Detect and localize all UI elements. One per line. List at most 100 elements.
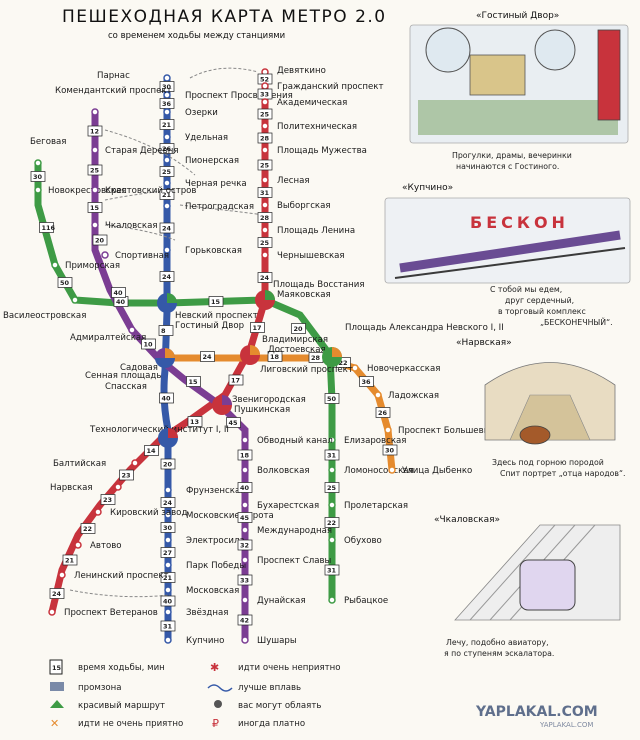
station-label: Балтийская: [53, 459, 106, 469]
walk-time-label: 31: [260, 189, 270, 197]
station-label: Улица Дыбенко: [402, 466, 472, 476]
station-marker: [328, 466, 336, 474]
walk-time-box: [324, 482, 340, 493]
map-subtitle: со временем ходьбы между станциями: [108, 31, 285, 41]
walk-time-box: [119, 469, 134, 481]
station-marker: [74, 541, 82, 549]
station-marker: [241, 501, 249, 509]
station-marker: [163, 74, 171, 82]
station-label: Фрунзенская: [186, 486, 245, 496]
legend-scenic: красивый маршрут: [78, 701, 165, 711]
panel-title-narvskaya: «Нарвская»: [456, 338, 512, 348]
station-marker: [261, 82, 269, 90]
station-label: Выборгская: [277, 201, 331, 211]
walk-time-label: 20: [95, 237, 105, 245]
station-marker: [241, 526, 249, 534]
unpleasant-icon: ✕: [50, 717, 59, 730]
station-label: Ладожская: [388, 391, 439, 401]
legend-very-unpleasant: идти очень неприятно: [238, 663, 341, 673]
panel-caption-gostiny-2: начинаются с Гостиного.: [456, 162, 559, 171]
hub-label: Пушкинская: [234, 405, 290, 415]
walk-time-label: 17: [253, 324, 262, 332]
watermark: YAPLAKAL.COM: [475, 704, 598, 720]
walk-time-label: 40: [162, 395, 172, 403]
station-label: Удельная: [185, 133, 228, 143]
walk-time-box: [237, 574, 253, 586]
walk-time-label: 26: [162, 145, 172, 153]
hub-label: Гостиный Двор: [175, 321, 244, 331]
station-label: Проспект Просвещения: [185, 91, 293, 101]
station-marker: [164, 608, 172, 616]
station-label: Дунайская: [257, 596, 306, 606]
walk-time-label: 24: [163, 499, 173, 507]
walk-time-label: 17: [231, 377, 240, 385]
station-label: Волковская: [257, 466, 310, 476]
station-marker: [351, 364, 359, 372]
hub-label: Площадь Александра Невского I, II: [345, 323, 504, 333]
transfer-tekhnolog: [158, 428, 178, 448]
station-label: Беговая: [30, 137, 66, 147]
walk-time-box: [291, 323, 306, 334]
walk-time-label: 40: [114, 289, 124, 297]
station-label: Пионерская: [185, 156, 239, 166]
walk-time-box: [39, 222, 54, 233]
station-marker: [241, 596, 249, 604]
walk-time-label: 23: [103, 496, 112, 504]
walk-time-label: 25: [260, 111, 270, 119]
walk-time-box: [49, 588, 65, 599]
legend-dogs: вас могут облаять: [238, 701, 321, 711]
walk-time-box: [80, 523, 96, 534]
station-marker: [163, 246, 171, 254]
walk-time-label: 36: [362, 378, 372, 386]
walk-time-box: [159, 392, 174, 404]
hub-label: Достоевская: [268, 345, 326, 355]
very-unpleasant-icon: ✱: [210, 661, 219, 674]
station-label: Шушары: [257, 636, 297, 646]
walk-time-label: 8: [161, 327, 166, 335]
walk-time-label: 28: [311, 354, 321, 362]
map-title: ПЕШЕХОДНАЯ КАРТА МЕТРО 2.0: [62, 7, 387, 27]
station-label: Озерки: [185, 108, 218, 118]
station-label: Площадь Ленина: [277, 226, 355, 236]
walk-time-label: 25: [260, 162, 270, 170]
walk-time-label: 31: [163, 623, 173, 631]
station-label: Проспект Славы: [257, 556, 332, 566]
panel-caption-kupchino-3: в торговый комплекс: [498, 307, 586, 316]
walk-time-box: [141, 338, 156, 350]
walk-time-box: [208, 296, 224, 307]
transfer-vladimirskaya: [240, 345, 260, 365]
walk-time-box: [324, 564, 340, 576]
hub-label: Площадь Восстания: [273, 280, 365, 290]
walk-time-box: [159, 143, 175, 154]
walk-time-label: 36: [162, 100, 172, 108]
station-marker: [261, 226, 269, 234]
station-marker: [71, 296, 79, 304]
walk-time-label: 24: [162, 225, 172, 233]
walk-time-label: 13: [190, 418, 199, 426]
station-label: Международная: [257, 526, 332, 536]
station-marker: [51, 261, 59, 269]
walk-time-label: 40: [240, 484, 250, 492]
station-marker: [101, 251, 109, 259]
walk-time-box: [267, 351, 283, 362]
swim-icon: [207, 684, 233, 692]
station-marker: [34, 186, 42, 194]
station-label: Электросила: [186, 536, 245, 546]
station-label: Черная речка: [185, 179, 247, 189]
walk-time-box: [200, 351, 215, 362]
station-marker: [328, 596, 336, 604]
walk-time-label: 15: [211, 298, 221, 306]
walk-time-box: [87, 164, 103, 176]
walk-time-box: [257, 159, 273, 171]
hub-label: Сенная площадь: [85, 371, 161, 381]
station-label: Спортивная: [115, 251, 169, 261]
walk-time-label: 30: [163, 524, 173, 532]
station-label: Горьковская: [185, 246, 242, 256]
station-marker: [163, 108, 171, 116]
station-marker: [94, 508, 102, 516]
station-marker: [163, 202, 171, 210]
legend-swim: лучше вплавь: [238, 683, 301, 693]
walk-time-box: [30, 171, 46, 182]
walk-time-label: 42: [240, 617, 249, 625]
station-marker: [163, 179, 171, 187]
